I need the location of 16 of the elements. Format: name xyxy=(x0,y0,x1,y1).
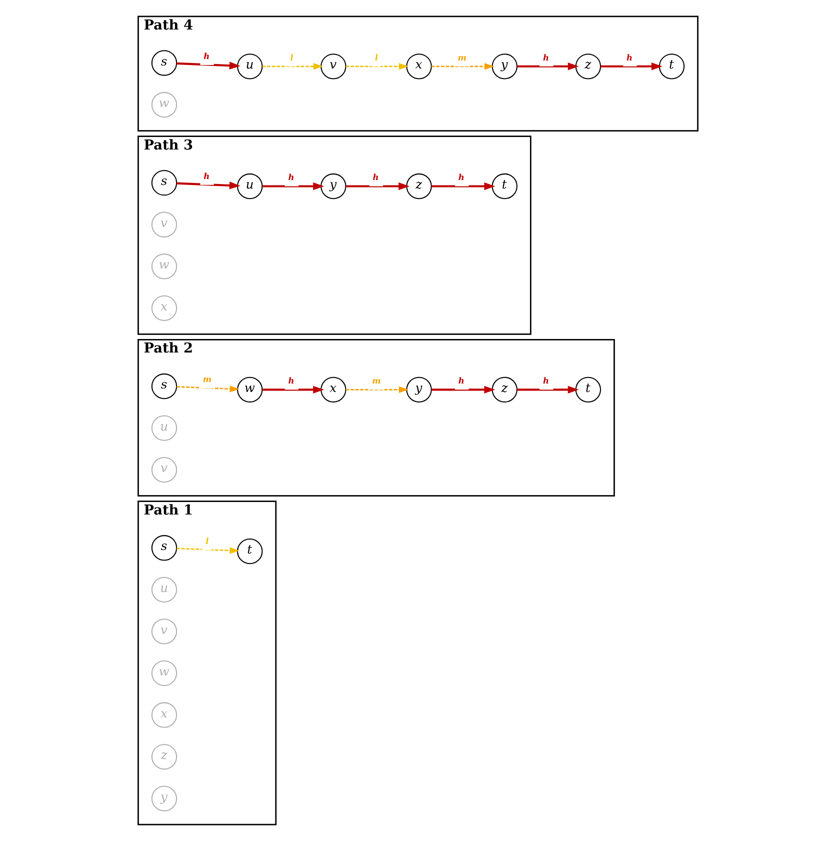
edge-label: h xyxy=(458,376,464,386)
edge-label: h xyxy=(542,376,549,386)
edge-label: h xyxy=(542,52,549,62)
edge-label: h xyxy=(372,172,379,182)
edge-label: l xyxy=(374,52,378,62)
edge-label: m xyxy=(202,374,212,384)
edge-label: h xyxy=(204,50,210,61)
edge-label: m xyxy=(458,52,466,62)
edge-label: h xyxy=(458,172,464,182)
edge-label: h xyxy=(626,52,633,62)
edge-label: l xyxy=(206,536,209,546)
edge-label: m xyxy=(372,376,381,386)
edge-label: h xyxy=(288,172,294,182)
edge-label: l xyxy=(290,52,294,62)
edge-label: h xyxy=(288,376,294,386)
edge-label: h xyxy=(204,170,210,181)
